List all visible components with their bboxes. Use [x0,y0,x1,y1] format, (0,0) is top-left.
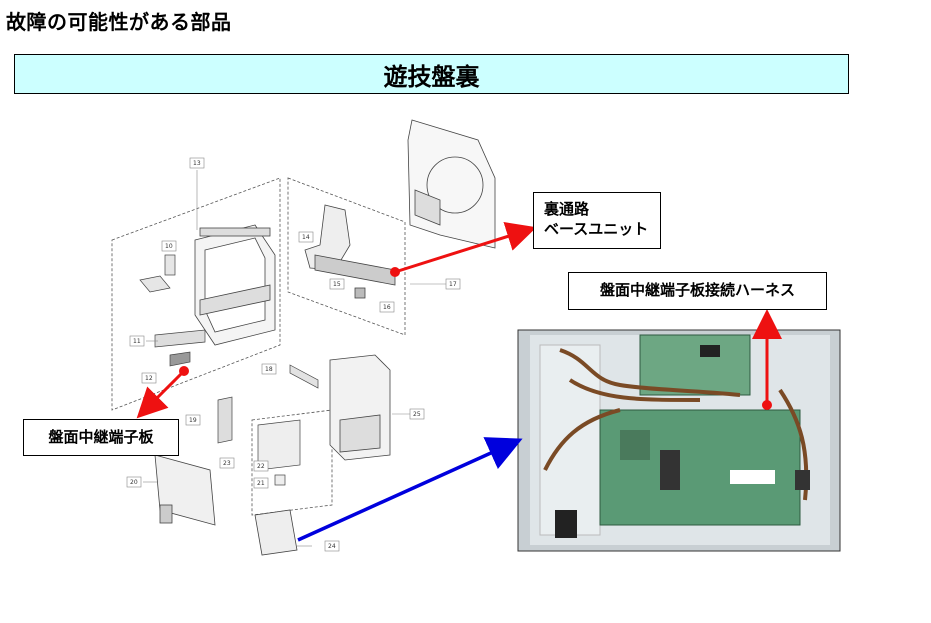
red-arrow-ura [390,222,537,277]
part-10 [139,254,176,293]
tag-15-text: 15 [333,281,341,288]
red-arrow-board [136,366,189,419]
tag-19: 19 [185,414,201,426]
tag-24: 24 [324,540,340,552]
part-25 [329,354,391,461]
tag-12-text: 12 [145,375,153,382]
tag-21-text: 21 [257,480,265,487]
callout-ura-line2: ベースユニット [544,219,649,238]
section-banner-label: 遊技盤裏 [383,62,480,91]
back-panel-part [407,119,496,249]
tag-18-text: 18 [265,366,273,373]
tag-20-text: 20 [130,479,138,486]
tag-14-text: 14 [302,234,310,241]
part-24 [254,509,298,556]
part-11-12 [154,329,206,367]
callout-harness-label: 盤面中継端子板接続ハーネス [599,281,795,300]
tag-17: 17 [445,278,461,290]
tag-19-text: 19 [189,417,197,424]
blue-arrow-photo [297,437,523,542]
tag-13-text: 13 [193,160,201,167]
tag-22-text: 22 [257,463,265,470]
tag-16-text: 16 [383,304,391,311]
dashed-frame-mid [287,177,406,336]
tag-16: 16 [379,301,395,313]
tag-10: 10 [161,240,177,252]
board-photo [517,329,841,552]
tag-18: 18 [261,363,277,375]
red-arrow-harness [752,309,782,410]
part-20 [154,454,216,526]
callout-relay-board: 盤面中継端子板 [23,419,179,456]
callout-board-label: 盤面中継端子板 [48,427,154,446]
part-23 [257,419,301,486]
tag-25-text: 25 [413,411,421,418]
part-18 [289,364,319,389]
base-unit-part [304,204,396,299]
callout-ura-line1: 裏通路 [544,200,590,218]
dashed-frame-lower [251,409,333,516]
tag-11-text: 11 [133,338,141,345]
tag-15: 15 [329,278,345,290]
tag-12: 12 [141,372,157,384]
tag-20: 20 [126,476,142,488]
tag-13: 13 [189,157,205,169]
page-title: 故障の可能性がある部品 [6,10,232,34]
tag-17-text: 17 [449,281,457,288]
dashed-frame-left [111,177,281,411]
part-number-tags: 13 10 11 12 14 15 16 17 18 19 20 21 22 2… [126,157,461,552]
tag-25: 25 [409,408,425,420]
main-frame-part [194,224,276,346]
tag-21: 21 [253,477,269,489]
tag-24-text: 24 [328,543,336,550]
tag-14: 14 [298,231,314,243]
tag-11: 11 [129,335,145,347]
tag-10-text: 10 [165,243,173,250]
callout-ura-base-unit: 裏通路 ベースユニット [533,192,661,249]
tag-22: 22 [253,460,269,472]
part-19 [217,396,233,444]
tag-23-text: 23 [223,460,231,467]
tag-23: 23 [219,457,235,469]
section-banner: 遊技盤裏 [14,54,849,94]
callout-harness: 盤面中継端子板接続ハーネス [568,272,827,310]
